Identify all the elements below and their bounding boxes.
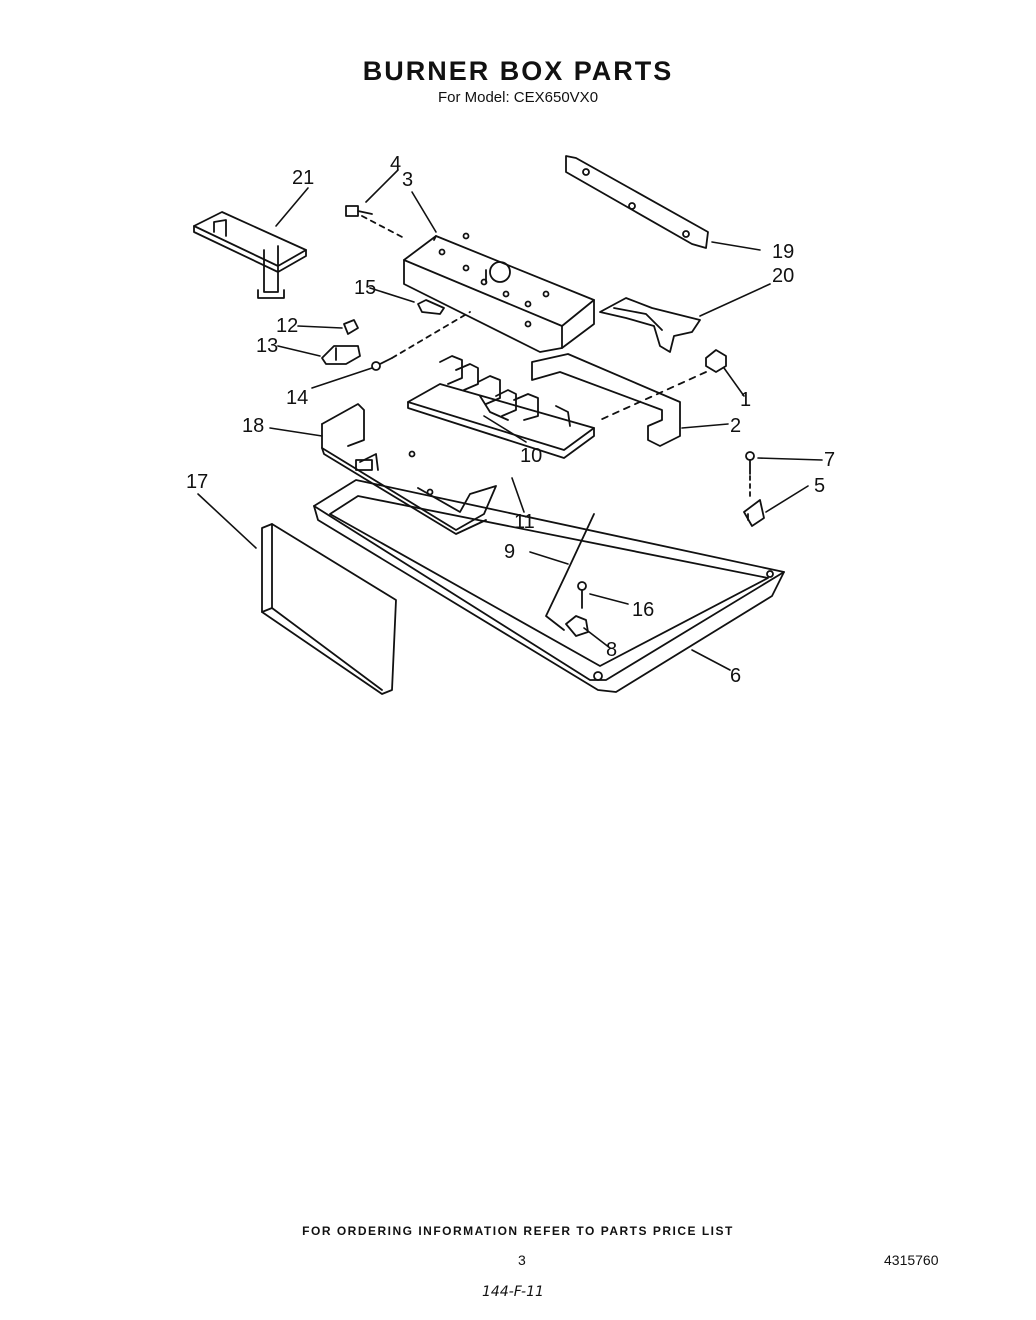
- callout-labels: 21 4 3 19 20 15 12 13 14 1 2 18 10 7 17 …: [186, 153, 835, 687]
- part-21-bracket: [193, 211, 307, 299]
- leader-lines: [197, 169, 823, 671]
- callout-7: 7: [824, 449, 835, 471]
- model-subtitle: For Model: CEX650VX0: [437, 89, 599, 106]
- part-6-tray: [313, 479, 785, 693]
- ordering-footer: FOR ORDERING INFORMATION REFER TO PARTS …: [302, 1224, 734, 1238]
- callout-9: 9: [504, 541, 515, 563]
- callout-1: 1: [740, 389, 751, 411]
- callout-13: 13: [256, 335, 278, 357]
- part-18-shield: [321, 403, 497, 535]
- part-2-channel: [531, 353, 681, 447]
- part-15-block: [417, 299, 445, 315]
- callout-15: 15: [354, 277, 376, 299]
- handwritten-note: 144-F-11: [482, 1284, 544, 1300]
- callout-6: 6: [730, 665, 741, 687]
- page-title: BURNER BOX PARTS: [362, 56, 674, 86]
- callout-20: 20: [772, 265, 794, 287]
- part-9-rod: [545, 513, 595, 631]
- part-20-bracket: [599, 297, 701, 353]
- part-14-screw: [371, 311, 471, 371]
- part-8-clip: [565, 615, 589, 637]
- callout-11: 11: [514, 511, 535, 533]
- callout-10: 10: [520, 445, 542, 467]
- callout-19: 19: [772, 241, 794, 263]
- part-13-terminal: [321, 345, 361, 365]
- page-number: 3: [518, 1252, 526, 1268]
- callout-14: 14: [286, 387, 308, 409]
- callout-2: 2: [730, 415, 741, 437]
- part-4-screw: [345, 205, 405, 239]
- callout-18: 18: [242, 415, 264, 437]
- callout-4: 4: [390, 153, 401, 175]
- callout-5: 5: [814, 475, 825, 497]
- callout-16: 16: [632, 599, 654, 621]
- callout-12: 12: [276, 315, 298, 337]
- callout-21: 21: [292, 167, 314, 189]
- part-10-switch-tray: [407, 355, 595, 459]
- callout-17: 17: [186, 471, 208, 493]
- part-3-burner-box: [403, 232, 595, 353]
- part-16-screw: [577, 581, 587, 609]
- part-5-bracket: [743, 499, 765, 527]
- document-number: 4315760: [884, 1252, 939, 1268]
- part-1-nut: [599, 349, 727, 421]
- part-19-strip: [565, 155, 709, 249]
- callout-8: 8: [606, 639, 617, 661]
- part-17-panel: [261, 523, 397, 695]
- part-7-screw: [745, 451, 755, 501]
- part-12-clip: [343, 319, 359, 335]
- callout-3: 3: [402, 169, 413, 191]
